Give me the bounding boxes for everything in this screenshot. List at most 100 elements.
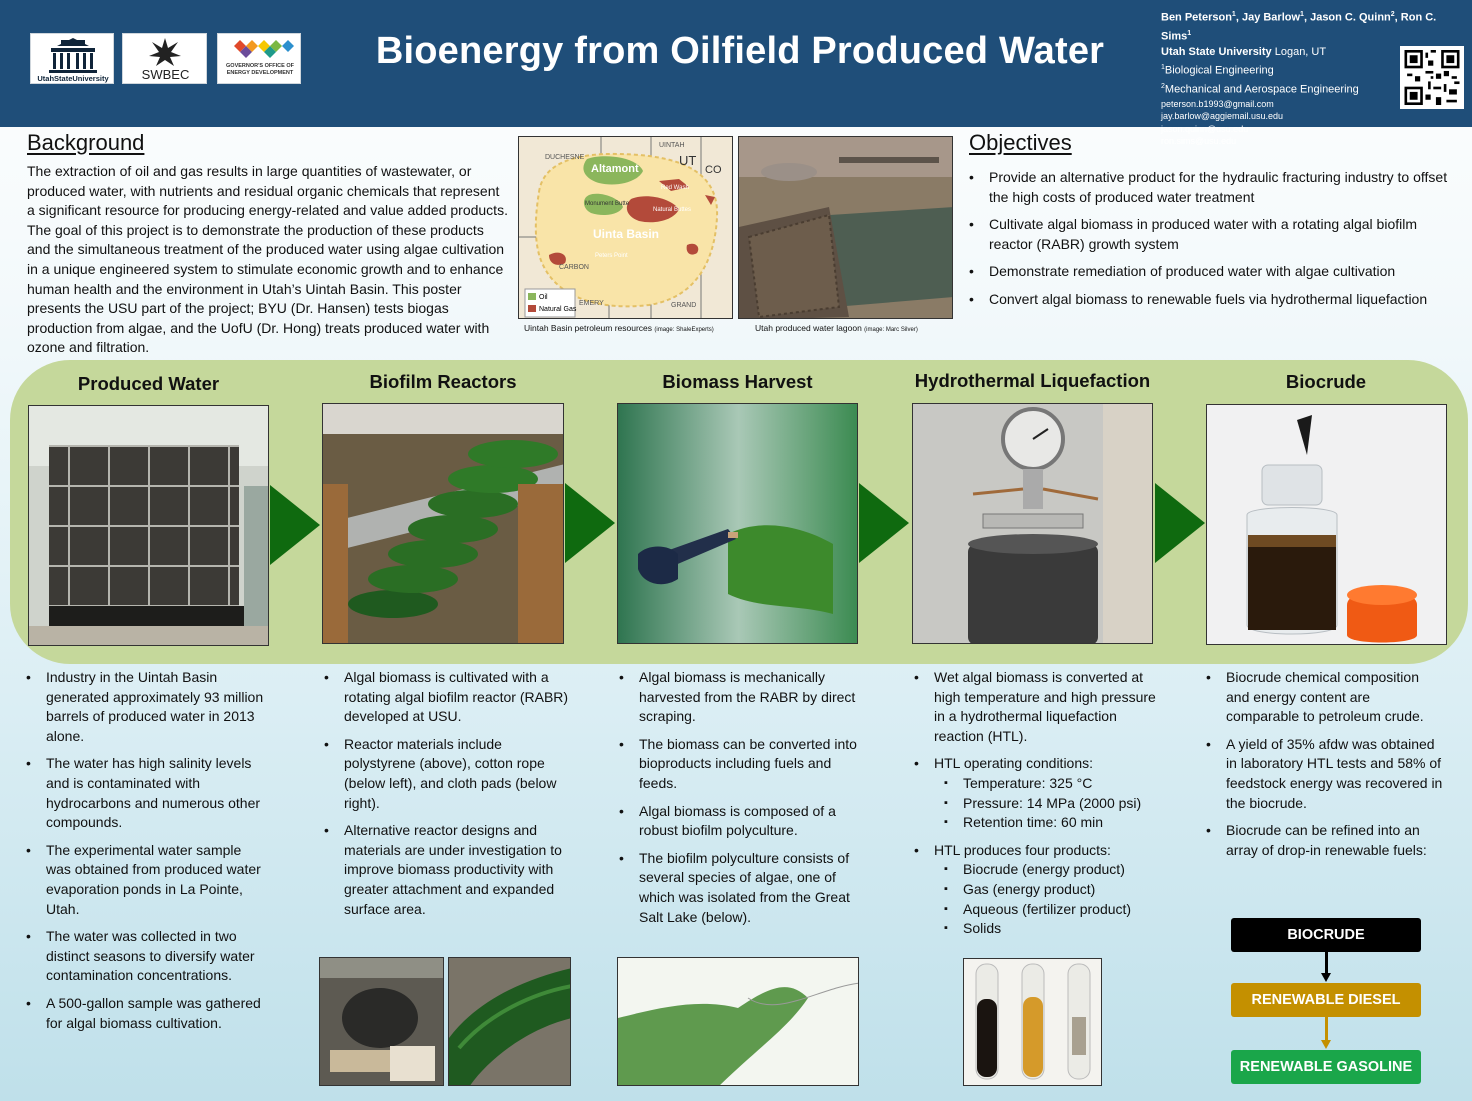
htl-products-list: Biocrude (energy product) Gas (energy pr… [934,860,1164,938]
step-title-biofilm-reactors: Biofilm Reactors [369,371,517,392]
county-label: DUCHESNE [545,154,585,161]
list-item: Biocrude can be refined into an array of… [1206,821,1446,860]
list-item: Alternative reactor designs and material… [324,821,569,919]
author-name: Jay Barlow [1241,11,1301,24]
biocrude-photo [1206,404,1447,645]
flow-box-renewable-gasoline: RENEWABLE GASOLINE [1231,1050,1421,1084]
sub-item: Temperature: 325 °C [934,774,1164,794]
harvest-image [618,404,857,643]
flow-box-renewable-diesel: RENEWABLE DIESEL [1231,983,1421,1017]
algae-microscope-photo [617,957,859,1086]
email-link[interactable]: jay.barlow@aggiemail.usu.edu [1161,111,1284,122]
affiliation-1: 1Biological Engineering [1161,64,1274,77]
sub-item: Solids [934,919,1164,939]
list-item: Wet algal biomass is converted at high t… [914,668,1164,746]
process-arrow [270,485,320,565]
list-item: Convert algal biomass to renewable fuels… [969,290,1464,310]
field-label: Peters Point [595,253,628,259]
swbec-logo-text: SWBEC [142,67,190,82]
list-item: HTL produces four products: Biocrude (en… [914,841,1164,939]
list-item: Algal biomass is mechanically harvested … [619,668,859,727]
qr-code-icon [1404,50,1460,105]
lagoon-photo [738,136,953,319]
county-label: EMERY [579,300,604,307]
list-item: Provide an alternative product for the h… [969,168,1464,207]
author-name: Ben Peterson [1161,11,1232,24]
htl-image [913,404,1152,643]
field-label: Natural Buttes [653,207,691,213]
goed-line2: ENERGY DEVELOPMENT [227,70,294,76]
author-block: Ben Peterson1, Jay Barlow1, Jason C. Qui… [1161,7,1461,148]
produced-water-tote-photo [28,405,269,646]
field-label: Monument Butte [585,201,630,207]
county-label: CARBON [559,264,589,271]
htl-reactor-photo [912,403,1153,644]
list-item: Algal biomass is composed of a robust bi… [619,802,859,841]
email-link[interactable]: ron.sims@usu.edu [1161,136,1237,147]
sub-item: Retention time: 60 min [934,813,1164,833]
email-link[interactable]: peterson.b1993@gmail.com [1161,98,1274,109]
email-list: peterson.b1993@gmail.com jay.barlow@aggi… [1161,98,1461,148]
list-item: The biomass can be converted into biopro… [619,735,859,794]
usu-building-icon: UtahStateUniversity [37,38,109,83]
field-label: Red Wash [661,185,689,191]
htl-list: Wet algal biomass is converted at high t… [914,668,1164,947]
legend-oil: Oil [539,294,548,301]
micrograph-image [618,958,858,1085]
lagoon-caption: Utah produced water lagoon (image: Marc … [755,323,918,333]
cloth-reactor-image [449,958,570,1085]
list-item: The experimental water sample was obtain… [26,841,266,919]
sub-item: Gas (energy product) [934,880,1164,900]
map-caption: Uintah Basin petroleum resources (image:… [524,323,714,333]
biomass-harvest-photo [617,403,858,644]
step-title-htl: Hydrothermal Liquefaction [914,370,1151,391]
state-label: CO [705,164,722,176]
list-item: The water has high salinity levels and i… [26,754,266,832]
produced-water-list: Industry in the Uintah Basin generated a… [26,668,266,1041]
process-arrow [1155,483,1205,563]
list-item: The biofilm polyculture consists of seve… [619,849,859,927]
flow-connector [1325,952,1328,974]
goed-logo: GOVERNOR'S OFFICE OF ENERGY DEVELOPMENT [217,33,301,84]
biocrude-image [1207,405,1446,644]
author-name: Jason C. Quinn [1310,11,1391,24]
map-graphic: Oil Natural Gas DUCHESNE UINTAH UT CO Al… [519,137,732,318]
biocrude-list: Biocrude chemical composition and energy… [1206,668,1446,868]
list-item: Industry in the Uintah Basin generated a… [26,668,266,746]
list-item: Biocrude chemical composition and energy… [1206,668,1446,727]
usu-logo: UtahStateUniversity [30,33,114,84]
usu-logo-text: UtahStateUniversity [37,74,109,83]
author-list: Ben Peterson1, Jay Barlow1, Jason C. Qui… [1161,11,1437,43]
htl-products-vials-photo [963,958,1102,1086]
county-label: GRAND [671,302,696,309]
process-arrow [565,483,615,563]
vials-image [964,959,1101,1085]
biofilm-list: Algal biomass is cultivated with a rotat… [324,668,569,927]
objectives-heading: Objectives [969,130,1072,155]
energy-icons: GOVERNOR'S OFFICE OF ENERGY DEVELOPMENT [226,40,295,76]
list-item: The water was collected in two distinct … [26,927,266,986]
sub-item: Biocrude (energy product) [934,860,1164,880]
step-title-produced-water: Produced Water [77,373,220,394]
list-item: A 500-gallon sample was gathered for alg… [26,994,266,1033]
state-label: UT [679,153,696,168]
field-label: Altamont [591,163,639,175]
list-item: Reactor materials include polystyrene (a… [324,735,569,813]
list-item: Demonstrate remediation of produced wate… [969,262,1464,282]
poster-title: Bioenergy from Oilfield Produced Water [375,30,1105,72]
legend-gas: Natural Gas [539,306,577,313]
affiliation-2: 2Mechanical and Aerospace Engineering [1161,82,1359,96]
cloth-pad-reactor-photo [448,957,571,1086]
flow-arrowhead [1321,973,1331,982]
county-label: UINTAH [659,142,685,149]
process-arrow [859,483,909,563]
institution-line: Utah State University Logan, UT [1161,46,1327,59]
step-title-biocrude: Biocrude [1285,371,1367,392]
qr-code[interactable] [1400,46,1464,109]
biofilm-reactor-photo [322,403,564,644]
list-item: HTL operating conditions: Temperature: 3… [914,754,1164,832]
poster-header: UtahStateUniversity SWBEC GOVERNOR'S OFF… [0,0,1472,146]
uintah-basin-map: Oil Natural Gas DUCHESNE UINTAH UT CO Al… [518,136,733,319]
rabr-image [323,404,563,643]
email-link[interactable]: jason.quinn@usu.edu [1161,123,1249,134]
